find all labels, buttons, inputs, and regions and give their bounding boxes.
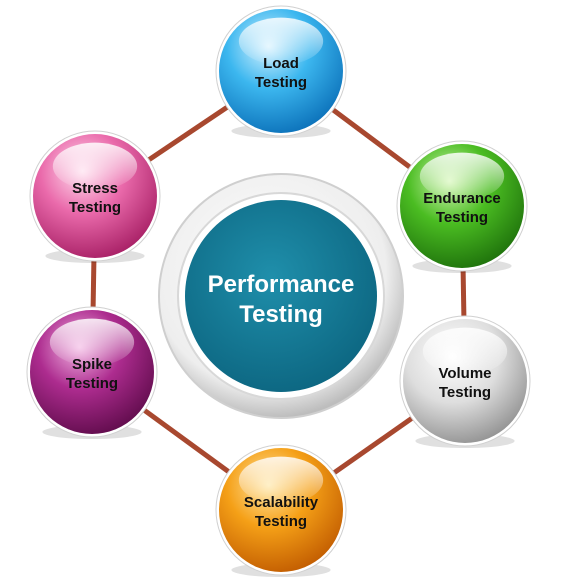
center-hub: Performance Testing	[158, 173, 404, 419]
node-gloss	[238, 456, 324, 504]
center-circle	[185, 200, 377, 392]
node-label-line2: Testing	[66, 375, 118, 392]
center-title-line2: Testing	[239, 301, 323, 328]
node-label-line2: Testing	[436, 209, 488, 226]
node-gloss	[422, 327, 508, 375]
center-title-line1: Performance	[208, 271, 355, 298]
node-label-line1: Spike	[72, 356, 112, 373]
node-label-line1: Stress	[72, 180, 118, 197]
node-gloss	[49, 318, 135, 366]
node-label-line1: Volume	[438, 365, 491, 382]
node-label-line2: Testing	[439, 384, 491, 401]
node-gloss	[419, 152, 505, 200]
node-label-line2: Testing	[69, 199, 121, 216]
node-label-line1: Scalability	[244, 494, 319, 511]
node-label-line2: Testing	[255, 74, 307, 91]
node-gloss	[238, 17, 324, 65]
node-label-line2: Testing	[255, 513, 307, 530]
node-gloss	[52, 142, 138, 190]
testing-type-nodes: LoadTestingEnduranceTestingVolumeTesting…	[26, 5, 531, 577]
node-label-line1: Load	[263, 55, 299, 72]
node-label-line1: Endurance	[423, 190, 501, 207]
